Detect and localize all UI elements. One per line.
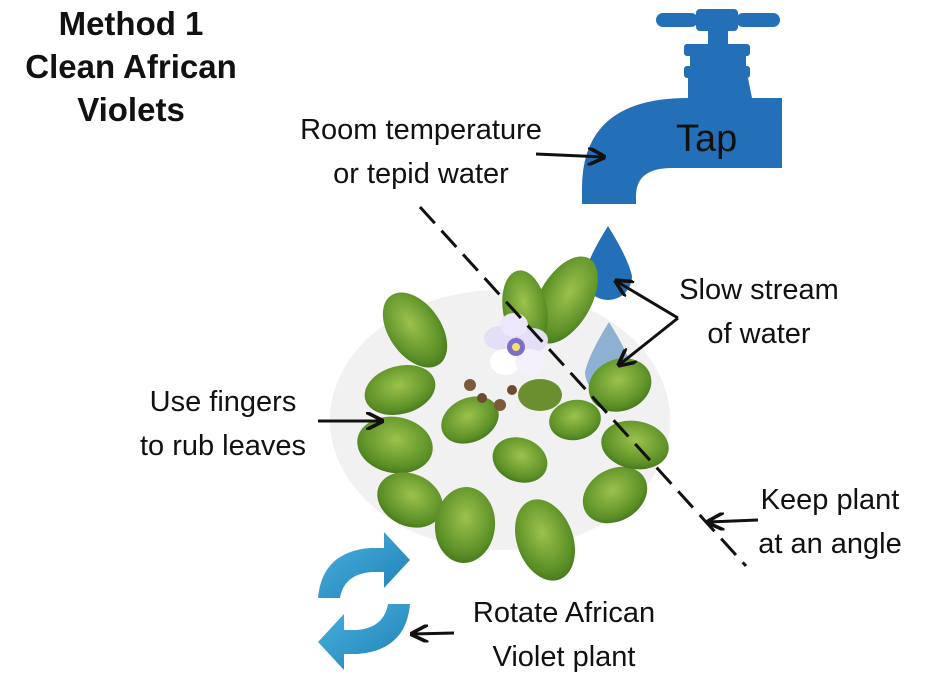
arrow-to-drop-bottom xyxy=(619,316,679,365)
keep-angle-line-1: Keep plant xyxy=(760,484,900,516)
title-line-3: Violets xyxy=(77,91,185,128)
water-temperature-label: Room temperature or tepid water xyxy=(268,108,574,196)
arrow-to-tap xyxy=(535,154,604,157)
african-violet-plant xyxy=(330,256,670,581)
title-line-2: Clean African xyxy=(25,48,237,85)
water-temperature-line-2: or tepid water xyxy=(333,158,509,190)
arrow-to-drop-top xyxy=(616,281,679,320)
slow-stream-label: Slow stream of water xyxy=(654,268,864,356)
arrow-to-angle xyxy=(708,520,759,522)
use-fingers-line-2: to rub leaves xyxy=(139,430,307,462)
page-title: Method 1 Clean African Violets xyxy=(0,2,262,131)
water-temperature-line-1: Room temperature xyxy=(300,114,542,146)
rotate-plant-line-1: Rotate African xyxy=(472,597,656,629)
rotate-icon xyxy=(318,532,410,670)
arrow-to-rotate xyxy=(412,633,455,634)
slow-stream-line-1: Slow stream xyxy=(679,274,839,306)
slow-stream-line-2: of water xyxy=(707,318,811,350)
violet-flower xyxy=(484,313,548,375)
rotate-plant-label: Rotate African Violet plant xyxy=(448,591,680,679)
rotate-plant-line-2: Violet plant xyxy=(492,641,636,673)
keep-angle-label: Keep plant at an angle xyxy=(740,478,920,566)
angle-dashed-line xyxy=(418,205,748,568)
title-line-1: Method 1 xyxy=(58,5,204,42)
faucet-icon xyxy=(582,9,782,204)
use-fingers-label: Use fingers to rub leaves xyxy=(118,380,328,468)
use-fingers-line-1: Use fingers xyxy=(149,386,297,418)
keep-angle-line-2: at an angle xyxy=(758,528,902,560)
tap-label: Tap xyxy=(676,118,738,160)
